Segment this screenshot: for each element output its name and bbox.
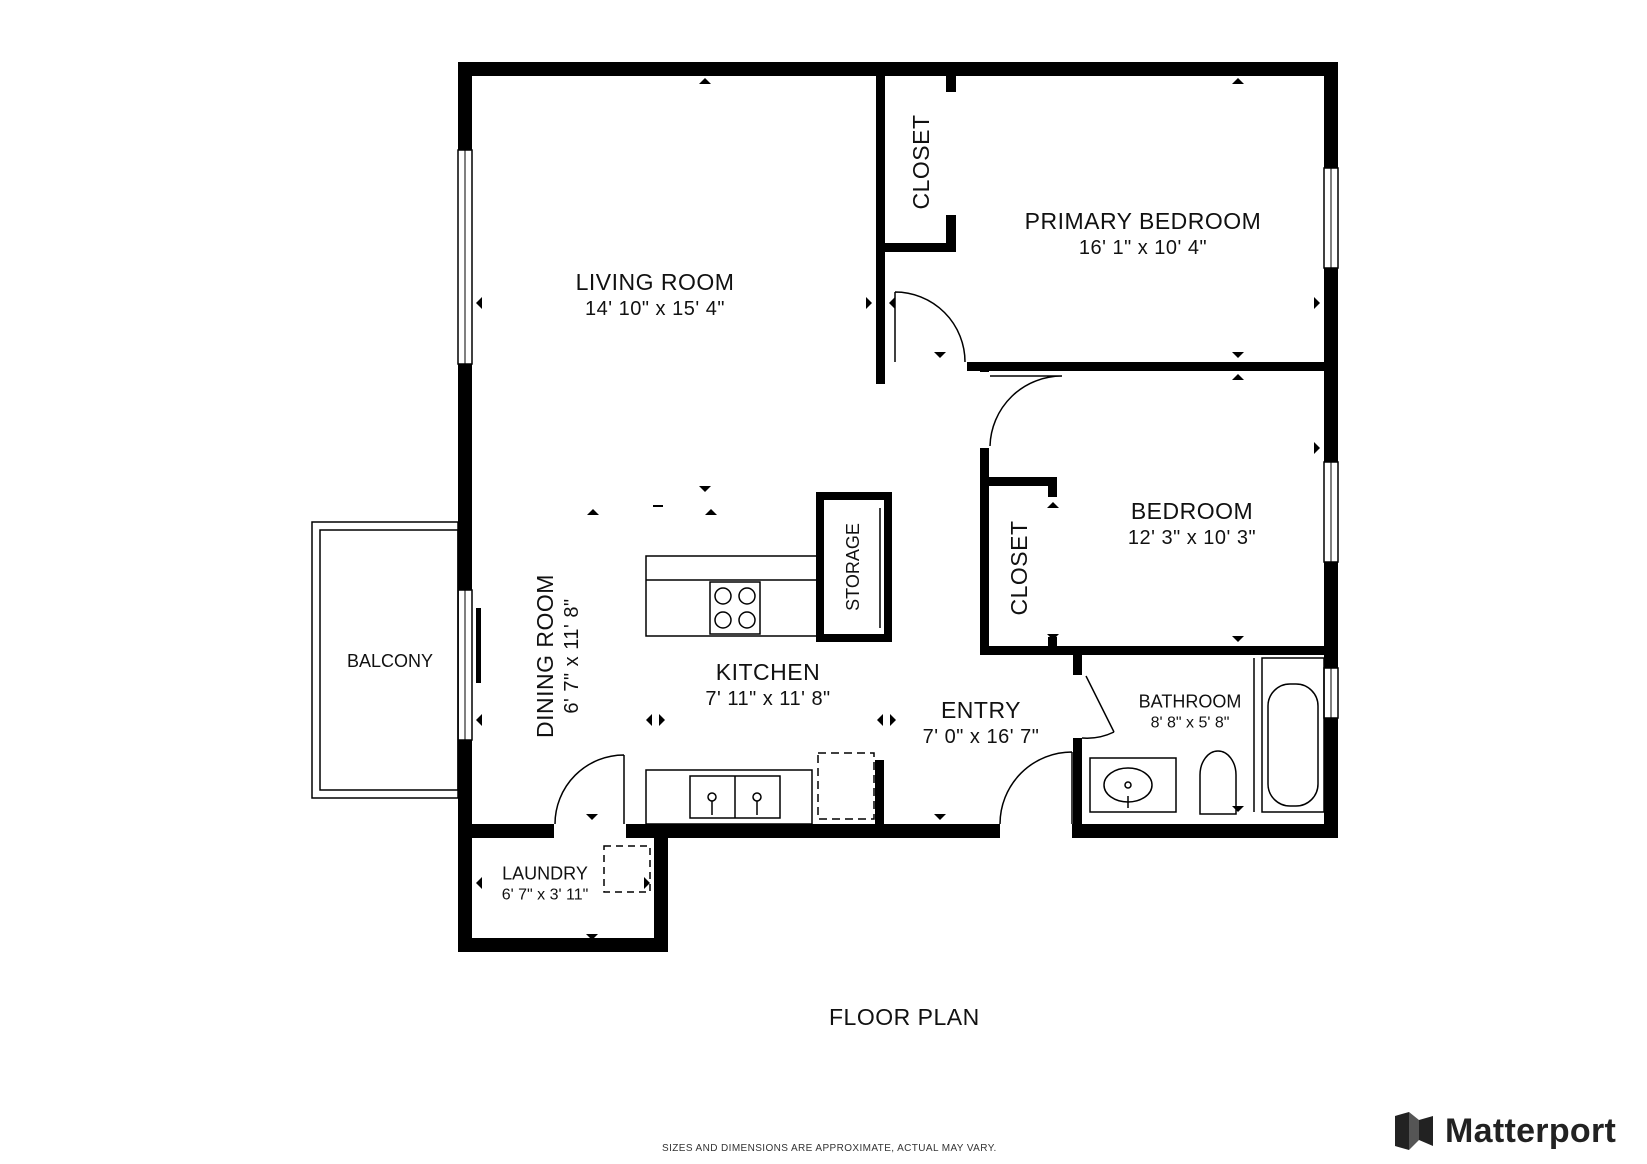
bathroom-fixtures bbox=[1089, 657, 1325, 815]
disclaimer-text: SIZES AND DIMENSIONS ARE APPROXIMATE, AC… bbox=[662, 1143, 997, 1154]
living-room-name: LIVING ROOM bbox=[575, 269, 735, 296]
windows bbox=[457, 149, 1339, 741]
dining-room-name: DINING ROOM bbox=[532, 574, 559, 738]
bathroom-name: BATHROOM bbox=[1138, 691, 1242, 712]
laundry-label: LAUNDRY 6' 7" x 3' 11" bbox=[502, 864, 589, 905]
door-gaps bbox=[554, 362, 1082, 838]
laundry-machine bbox=[603, 845, 651, 893]
living-room-dimensions: 14' 10" x 15' 4" bbox=[585, 297, 725, 320]
storage-label: STORAGE bbox=[843, 523, 864, 611]
floor-plan-caption: FLOOR PLAN bbox=[829, 1004, 980, 1030]
laundry-name: LAUNDRY bbox=[502, 863, 588, 884]
primary-bedroom-label: PRIMARY BEDROOM 16' 1" x 10' 4" bbox=[1025, 208, 1262, 260]
matterport-brand: Matterport bbox=[1393, 1110, 1616, 1152]
bedroom-name: BEDROOM bbox=[1130, 498, 1254, 525]
kitchen-island bbox=[645, 508, 881, 637]
markers bbox=[476, 78, 1320, 940]
balcony-label: BALCONY bbox=[346, 651, 434, 672]
kitchen-counter bbox=[645, 752, 875, 825]
entry-label: ENTRY 7' 0" x 16' 7" bbox=[923, 697, 1040, 749]
primary-bedroom-name: PRIMARY BEDROOM bbox=[1024, 208, 1262, 235]
dining-room-dimensions: 6' 7" x 11' 8" bbox=[560, 598, 583, 714]
entry-name: ENTRY bbox=[940, 697, 1022, 724]
bedroom-label: BEDROOM 12' 3" x 10' 3" bbox=[1128, 498, 1256, 550]
kitchen-label: KITCHEN 7' 11" x 11' 8" bbox=[705, 659, 830, 711]
kitchen-name: KITCHEN bbox=[715, 659, 821, 686]
laundry-dimensions: 6' 7" x 3' 11" bbox=[501, 886, 589, 904]
dining-room-label: DINING ROOM 6' 7" x 11' 8" bbox=[532, 574, 584, 738]
matterport-wordmark: Matterport bbox=[1445, 1111, 1617, 1150]
balcony bbox=[311, 521, 459, 799]
bedroom-dimensions: 12' 3" x 10' 3" bbox=[1127, 526, 1257, 549]
entry-dimensions: 7' 0" x 16' 7" bbox=[922, 725, 1040, 748]
bathroom-label: BATHROOM 8' 8" x 5' 8" bbox=[1139, 692, 1242, 733]
bathroom-dimensions: 8' 8" x 5' 8" bbox=[1150, 714, 1230, 732]
primary-bedroom-dimensions: 16' 1" x 10' 4" bbox=[1078, 236, 1208, 259]
bedroom-closet-label: CLOSET bbox=[1006, 520, 1033, 616]
primary-closet-label: CLOSET bbox=[908, 114, 935, 210]
kitchen-dimensions: 7' 11" x 11' 8" bbox=[705, 687, 831, 710]
matterport-logo-icon bbox=[1395, 1112, 1433, 1150]
living-room-label: LIVING ROOM 14' 10" x 15' 4" bbox=[576, 269, 735, 321]
